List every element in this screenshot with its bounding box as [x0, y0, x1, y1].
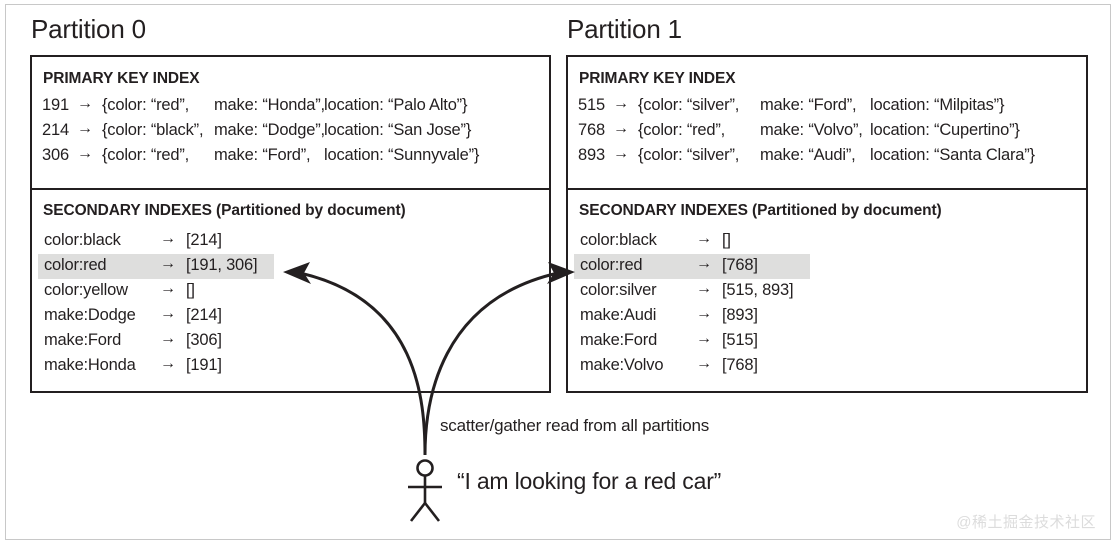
secondary-key: color:black [580, 231, 657, 249]
secondary-key: make:Dodge [44, 306, 136, 324]
pk-location: location: “Cupertino”} [870, 121, 1020, 139]
partition-1-box: PRIMARY KEY INDEX 515 → {color: “silver”… [566, 55, 1088, 393]
secondary-value: [214] [186, 231, 222, 249]
user-query-quote: “I am looking for a red car” [457, 468, 722, 494]
pk-color: {color: “silver”, [638, 96, 740, 114]
arrow-icon: → [77, 120, 93, 137]
secondary-value: [306] [186, 331, 222, 349]
pk-make: make: “Ford”, [760, 96, 857, 114]
arrow-icon: → [613, 145, 629, 162]
secondary-index-row-highlighted: color:red → [768] [574, 254, 810, 279]
secondary-index-row: color:silver → [515, 893] [574, 279, 810, 304]
pk-location: location: “Palo Alto”} [324, 96, 468, 114]
scatter-gather-label: scatter/gather read from all partitions [440, 416, 710, 435]
secondary-value: [515] [722, 331, 758, 349]
secondary-index-row: make:Dodge → [214] [38, 304, 274, 329]
secondary-value: [768] [722, 256, 758, 274]
secondary-key: color:silver [580, 281, 657, 299]
pk-make: make: “Audi”, [760, 146, 856, 164]
pk-color: {color: “red”, [102, 96, 190, 114]
secondary-index-row: make:Volvo → [768] [574, 354, 810, 379]
partition-1-secondary-heading: SECONDARY INDEXES (Partitioned by docume… [579, 202, 942, 219]
secondary-index-row: make:Ford → [515] [574, 329, 810, 354]
arrow-icon: → [160, 280, 176, 297]
arrow-icon: → [696, 230, 712, 247]
secondary-value: [515, 893] [722, 281, 794, 299]
arrow-icon: → [696, 280, 712, 297]
secondary-index-row-highlighted: color:red → [191, 306] [38, 254, 274, 279]
arrow-icon: → [77, 145, 93, 162]
pk-make: make: “Honda”, [214, 96, 325, 114]
pk-make: make: “Ford”, [214, 146, 311, 164]
secondary-key: make:Audi [580, 306, 657, 324]
pk-color: {color: “black”, [102, 121, 204, 139]
secondary-key: make:Honda [44, 356, 136, 374]
pk-id: 768 [578, 121, 605, 139]
pk-location: location: “Sunnyvale”} [324, 146, 480, 164]
arrow-icon: → [696, 305, 712, 322]
arrow-icon: → [160, 355, 176, 372]
section-divider [568, 188, 1086, 190]
pk-id: 893 [578, 146, 605, 164]
secondary-key: make:Ford [580, 331, 658, 349]
partition-0-secondary-heading: SECONDARY INDEXES (Partitioned by docume… [43, 202, 406, 219]
pk-location: location: “Santa Clara”} [870, 146, 1035, 164]
secondary-value: [] [186, 281, 195, 299]
secondary-value: [768] [722, 356, 758, 374]
pk-id: 191 [42, 96, 69, 114]
pk-color: {color: “red”, [638, 121, 726, 139]
secondary-key: make:Volvo [580, 356, 664, 374]
secondary-key: color:black [44, 231, 121, 249]
pk-color: {color: “silver”, [638, 146, 740, 164]
secondary-value: [] [722, 231, 731, 249]
watermark: @稀土掘金技术社区 [956, 514, 1096, 531]
pk-make: make: “Volvo”, [760, 121, 863, 139]
arrow-icon: → [613, 95, 629, 112]
secondary-value: [191, 306] [186, 256, 258, 274]
partition-0-title: Partition 0 [31, 14, 146, 44]
secondary-key: color:yellow [44, 281, 128, 299]
arrow-icon: → [613, 120, 629, 137]
arrow-icon: → [696, 355, 712, 372]
secondary-value: [214] [186, 306, 222, 324]
pk-make: make: “Dodge”, [214, 121, 325, 139]
arrow-icon: → [77, 95, 93, 112]
secondary-value: [893] [722, 306, 758, 324]
pk-id: 515 [578, 96, 605, 114]
secondary-index-row: color:yellow → [] [38, 279, 274, 304]
partition-0-box: PRIMARY KEY INDEX 191 → {color: “red”, m… [30, 55, 551, 393]
arrow-icon: → [160, 230, 176, 247]
arrow-icon: → [696, 255, 712, 272]
secondary-index-row: color:black → [] [574, 229, 810, 254]
secondary-index-row: make:Ford → [306] [38, 329, 274, 354]
partition-1-secondary-list: color:black → [] color:red → [768] color… [574, 229, 810, 379]
partition-0-secondary-list: color:black → [214] color:red → [191, 30… [38, 229, 274, 379]
arrow-icon: → [696, 330, 712, 347]
partition-1-primary-key-heading: PRIMARY KEY INDEX [579, 70, 736, 87]
secondary-key: color:red [44, 256, 107, 274]
secondary-index-row: make:Honda → [191] [38, 354, 274, 379]
pk-id: 306 [42, 146, 69, 164]
partition-0-primary-key-heading: PRIMARY KEY INDEX [43, 70, 200, 87]
pk-id: 214 [42, 121, 69, 139]
secondary-value: [191] [186, 356, 222, 374]
arrow-icon: → [160, 330, 176, 347]
section-divider [32, 188, 549, 190]
pk-color: {color: “red”, [102, 146, 190, 164]
secondary-key: color:red [580, 256, 643, 274]
partition-1-title: Partition 1 [567, 14, 682, 44]
outer-frame [5, 4, 1111, 540]
secondary-index-row: make:Audi → [893] [574, 304, 810, 329]
secondary-key: make:Ford [44, 331, 122, 349]
secondary-index-row: color:black → [214] [38, 229, 274, 254]
pk-location: location: “San Jose”} [324, 121, 472, 139]
arrow-icon: → [160, 305, 176, 322]
arrow-icon: → [160, 255, 176, 272]
pk-location: location: “Milpitas”} [870, 96, 1005, 114]
